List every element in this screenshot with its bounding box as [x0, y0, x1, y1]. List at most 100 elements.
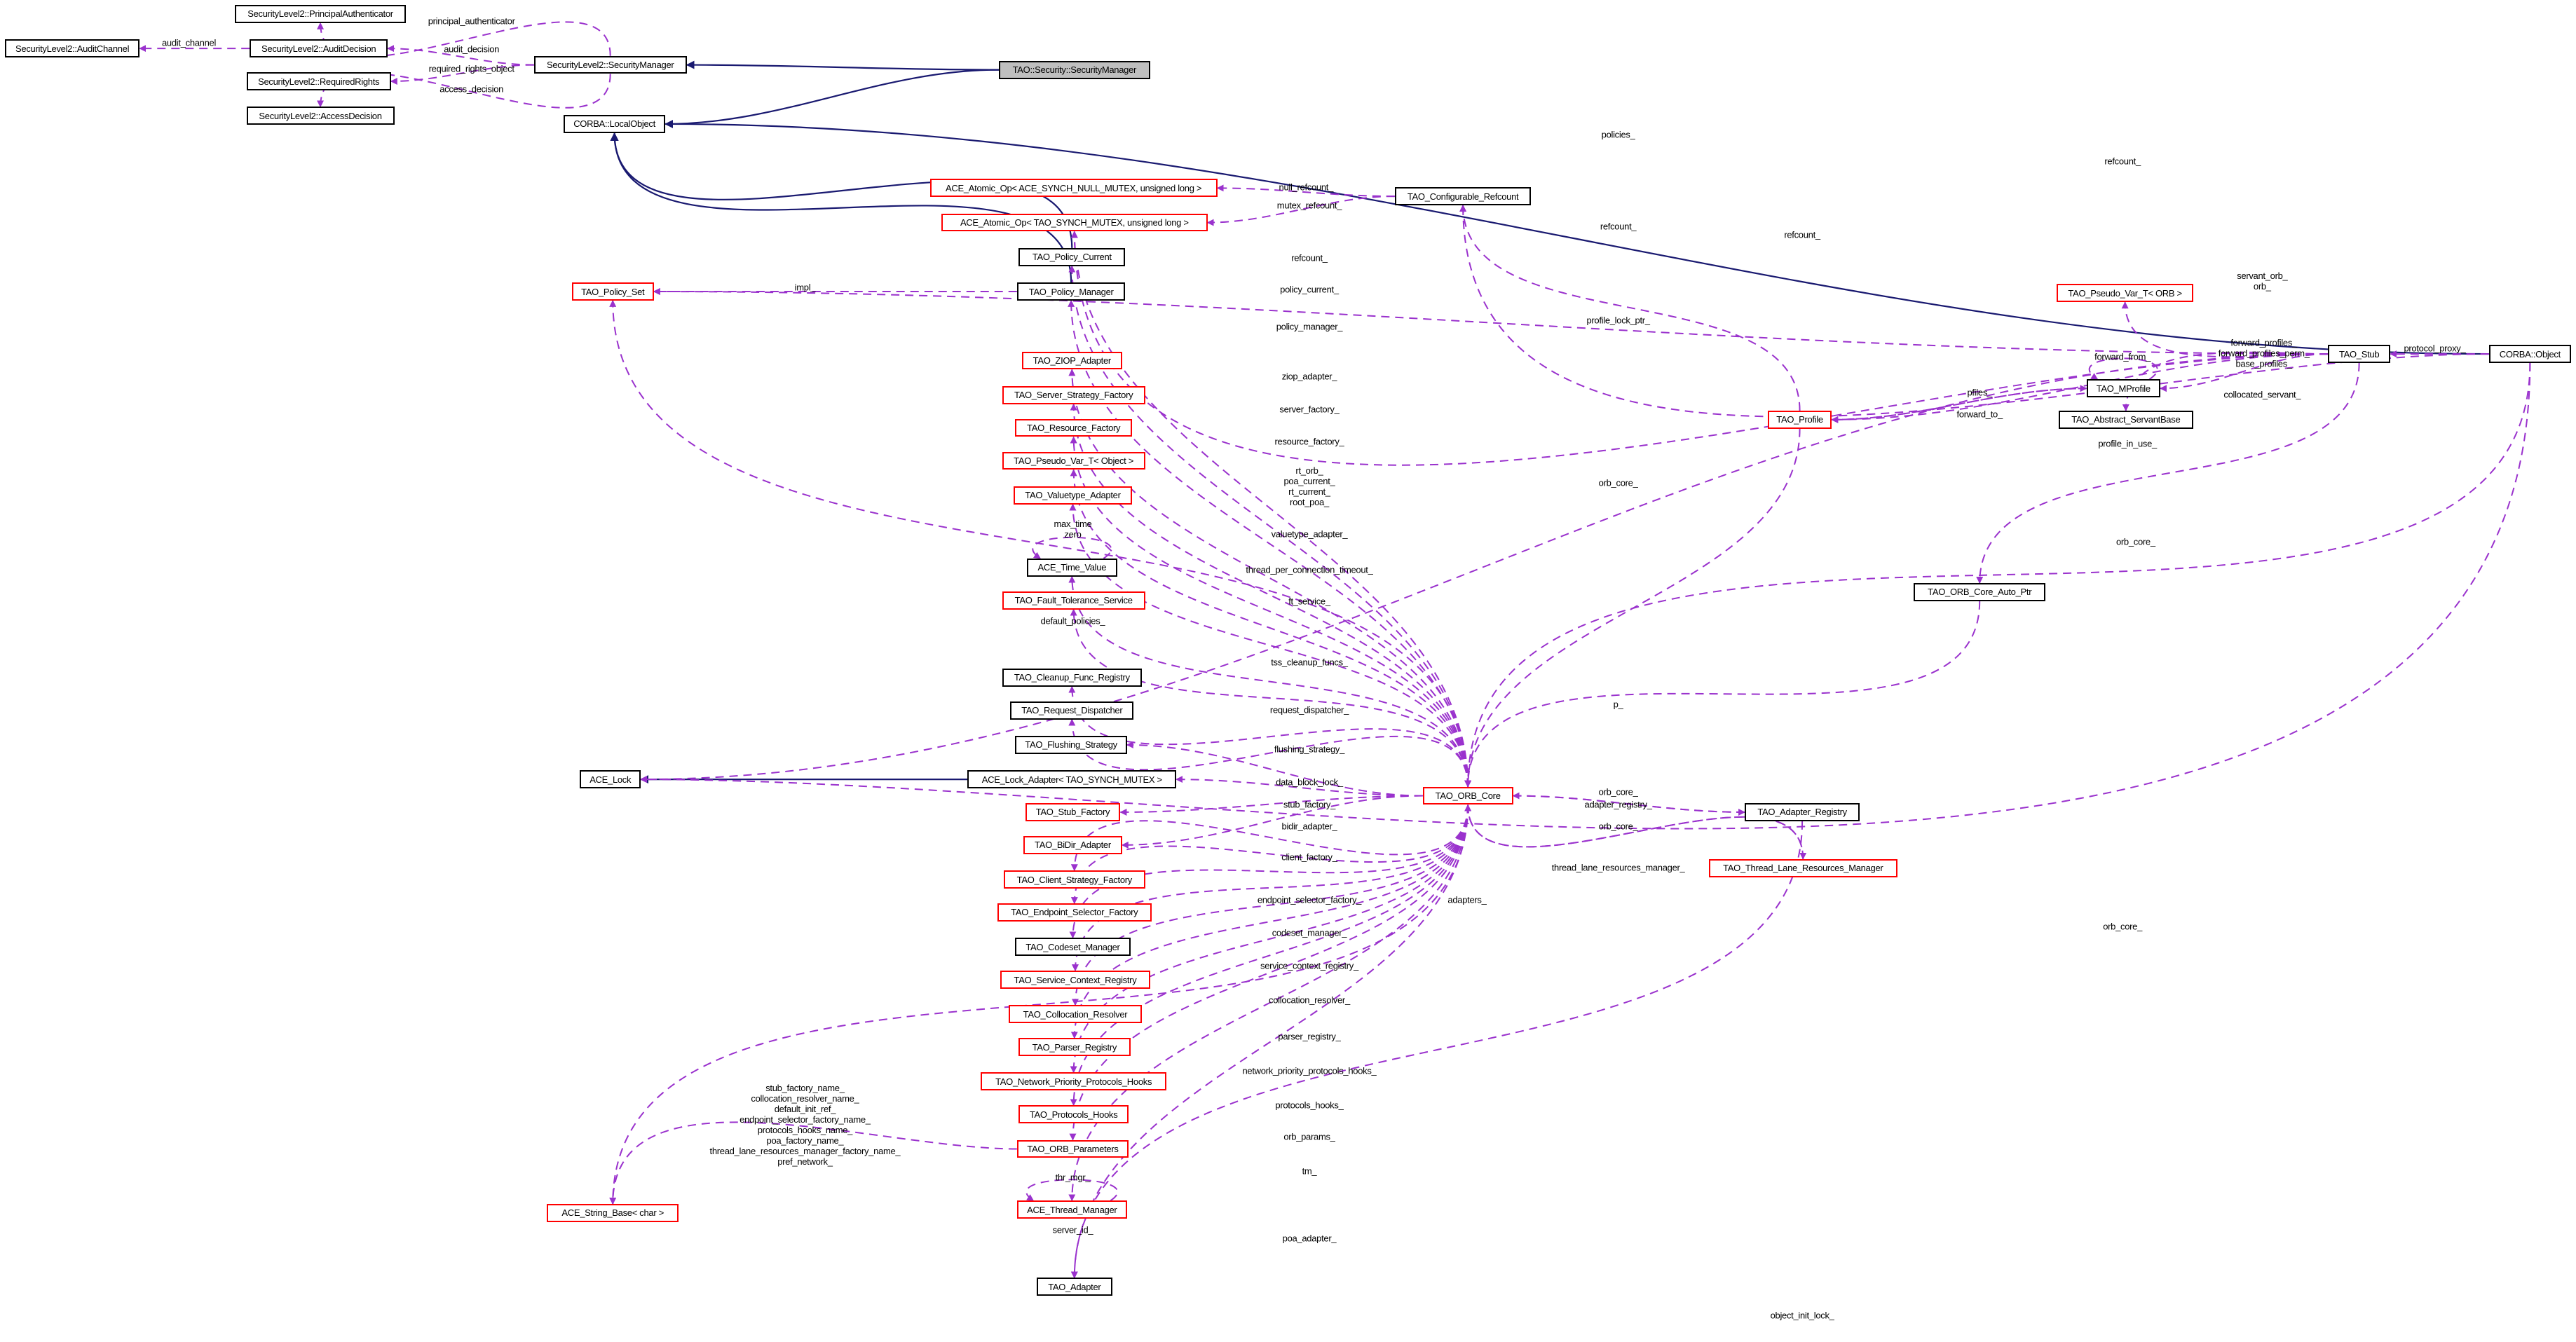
class-node-asb[interactable]: TAO_Abstract_ServantBase: [2058, 410, 2193, 429]
edge-label: forward_to_: [1956, 409, 2003, 420]
class-node-ph[interactable]: TAO_Protocols_Hooks: [1018, 1105, 1129, 1124]
class-node-va[interactable]: TAO_Valuetype_Adapter: [1014, 486, 1132, 505]
class-node-col[interactable]: TAO_Collocation_Resolver: [1009, 1005, 1142, 1024]
edge-label: impl_: [794, 282, 816, 293]
class-node-tm[interactable]: ACE_Thread_Manager: [1016, 1200, 1127, 1219]
edge-label: refcount_: [1291, 252, 1328, 263]
edge-label: orb_core_: [1598, 821, 1638, 832]
usage-edge: [2122, 351, 2329, 411]
class-node-op[interactable]: TAO_ORB_Parameters: [1016, 1139, 1129, 1158]
class-node-tlrm[interactable]: TAO_Thread_Lane_Resources_Manager: [1708, 858, 1898, 877]
usage-edge: [2160, 353, 2329, 392]
class-node-cap[interactable]: TAO_ORB_Core_Auto_Ptr: [1914, 583, 2045, 601]
usage-edge: [1032, 536, 1112, 559]
usage-edge: [1216, 184, 1395, 198]
edge-label: collocated_servant_: [2223, 389, 2301, 399]
usage-edge: [1464, 601, 1981, 788]
class-node-pa[interactable]: SecurityLevel2::PrincipalAuthenticator: [235, 5, 406, 23]
inheritance-edge: [686, 60, 1000, 71]
class-node-bd[interactable]: TAO_BiDir_Adapter: [1023, 835, 1122, 854]
class-node-npph[interactable]: TAO_Network_Priority_Protocols_Hooks: [981, 1072, 1167, 1091]
edge-label: valuetype_adapter_: [1271, 528, 1348, 540]
inheritance-edge: [665, 119, 2489, 355]
class-node-cfr[interactable]: TAO_Cleanup_Func_Registry: [1002, 668, 1142, 687]
class-node-tv[interactable]: ACE_Time_Value: [1026, 558, 1117, 577]
usage-edge: [1070, 231, 2329, 466]
edge-label: stub_factory_: [1283, 799, 1336, 810]
edge-label: default_policies_: [1040, 615, 1105, 627]
class-node-ada[interactable]: TAO_Adapter: [1036, 1278, 1112, 1296]
usage-edge: [1070, 804, 1469, 905]
usage-edge: [1126, 741, 1423, 797]
class-node-fs[interactable]: TAO_Flushing_Strategy: [1015, 736, 1127, 754]
edge-label: orb_core_: [1598, 786, 1638, 797]
class-node-cm[interactable]: TAO_Codeset_Manager: [1015, 938, 1131, 957]
class-node-csf[interactable]: TAO_Client_Strategy_Factory: [1004, 870, 1145, 889]
usage-edge: [1068, 685, 1469, 787]
edge-label: protocol_proxy_: [2404, 343, 2466, 354]
class-node-sl2[interactable]: SecurityLevel2::SecurityManager: [533, 55, 687, 74]
class-node-lock[interactable]: ACE_Lock: [580, 770, 641, 788]
usage-edge: [1459, 204, 2489, 418]
class-node-la[interactable]: ACE_Lock_Adapter< TAO_SYNCH_MUTEX >: [967, 770, 1177, 788]
class-node-ssf[interactable]: TAO_Server_Strategy_Factory: [1002, 385, 1145, 404]
class-node-sf[interactable]: TAO_Stub_Factory: [1025, 803, 1121, 821]
edge-label: ft_service_: [1288, 596, 1330, 607]
edge-label: profile_lock_ptr_: [1586, 315, 1650, 326]
edge-label: orb_core_: [1598, 477, 1638, 488]
usage-edge: [1068, 265, 1469, 787]
class-node-pm[interactable]: TAO_Policy_Manager: [1016, 282, 1126, 301]
class-node-ft[interactable]: TAO_Fault_Tolerance_Service: [1002, 591, 1145, 610]
usage-edge: [640, 362, 2531, 830]
class-node-aon[interactable]: ACE_Atomic_Op< ACE_SYNCH_NULL_MUTEX, uns…: [929, 179, 1218, 198]
class-node-scr[interactable]: TAO_Service_Context_Registry: [1000, 971, 1150, 989]
class-node-rr[interactable]: SecurityLevel2::RequiredRights: [246, 72, 391, 90]
class-node-ac[interactable]: SecurityLevel2::AuditChannel: [5, 39, 140, 58]
usage-edge: [1070, 608, 1469, 787]
class-node-pvo[interactable]: TAO_Pseudo_Var_T< Object >: [1002, 451, 1145, 470]
usage-edge: [1513, 795, 1746, 816]
usage-edge: [1175, 776, 1423, 797]
class-node-aom[interactable]: ACE_Atomic_Op< TAO_SYNCH_MUTEX, unsigned…: [941, 213, 1208, 232]
class-node-esf[interactable]: TAO_Endpoint_Selector_Factory: [997, 903, 1152, 922]
class-node-pvorb[interactable]: TAO_Pseudo_Var_T< ORB >: [2057, 284, 2193, 303]
class-node-obj[interactable]: CORBA::Object: [2488, 345, 2571, 363]
edge-label: poa_adapter_: [1282, 1233, 1337, 1244]
class-node-acd[interactable]: SecurityLevel2::AccessDecision: [246, 107, 395, 125]
class-node-core[interactable]: TAO_ORB_Core: [1422, 786, 1513, 805]
class-node-sb[interactable]: ACE_String_Base< char >: [547, 1203, 679, 1222]
usage-edge: [1831, 353, 2329, 423]
edge-label: stub_factory_name_ collocation_resolver_…: [709, 1083, 901, 1168]
edge-label: tm_: [1302, 1165, 1317, 1177]
class-node-lo[interactable]: CORBA::LocalObject: [563, 115, 666, 133]
edge-label: resource_factory_: [1274, 436, 1344, 447]
usage-edge: [1464, 362, 2531, 788]
class-node-ziop[interactable]: TAO_ZIOP_Adapter: [1021, 351, 1122, 370]
usage-edge: [1121, 795, 1423, 849]
class-node-stub[interactable]: TAO_Stub: [2328, 345, 2391, 363]
class-node-rf[interactable]: TAO_Resource_Factory: [1015, 418, 1132, 437]
edge-label: servant_orb_ orb_: [2237, 270, 2288, 292]
edge-label: thr_mgr_: [1055, 1172, 1091, 1183]
edge-label: ziop_adapter_: [1281, 371, 1337, 382]
class-node-ar[interactable]: TAO_Adapter_Registry: [1745, 803, 1860, 821]
class-node-rd[interactable]: TAO_Request_Dispatcher: [1010, 701, 1134, 720]
class-node-pr[interactable]: TAO_Parser_Registry: [1018, 1038, 1131, 1057]
class-node-mp[interactable]: TAO_MProfile: [2086, 379, 2161, 398]
edge-label: pfiles_: [1967, 387, 1992, 398]
class-node-prof[interactable]: TAO_Profile: [1767, 410, 1832, 429]
usage-edge: [1069, 804, 1469, 939]
usage-edge: [390, 64, 534, 85]
edge-label: forward_profiles_ forward_profiles_perm_…: [2218, 337, 2310, 369]
edge-label: thread_per_connection_timeout_: [1246, 564, 1373, 575]
edge-label: codeset_manager_: [1272, 927, 1347, 938]
edge-label: access_decision: [439, 83, 504, 95]
edge-label: null_refcount_: [1279, 182, 1334, 193]
class-node-pc[interactable]: TAO_Policy_Current: [1018, 247, 1126, 266]
class-node-cr[interactable]: TAO_Configurable_Refcount: [1394, 187, 1532, 205]
edge-label: network_priority_protocols_hooks_: [1242, 1065, 1377, 1076]
class-node-ad[interactable]: SecurityLevel2::AuditDecision: [250, 39, 388, 58]
edge-label: adapters_: [1447, 894, 1487, 905]
class-node-ps[interactable]: TAO_Policy_Set: [571, 282, 654, 301]
edge-label: request_dispatcher_: [1269, 704, 1349, 715]
